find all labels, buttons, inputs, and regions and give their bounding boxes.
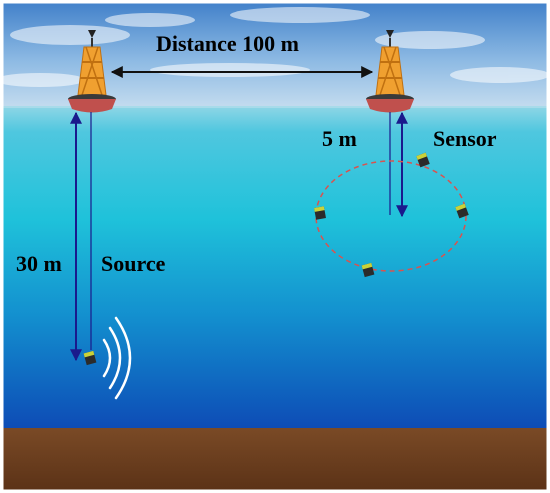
sound-wave-icon xyxy=(102,316,132,400)
source-node-icon xyxy=(83,350,97,366)
water xyxy=(0,106,550,428)
sensor-node-icon xyxy=(416,152,430,168)
source-depth-label: 30 m xyxy=(16,251,62,276)
sensor-node-icon xyxy=(455,203,469,219)
buoy-icon xyxy=(68,30,116,113)
sensor-ring xyxy=(315,160,467,272)
buoy-icon xyxy=(366,30,414,113)
sensor-node-icon xyxy=(361,262,375,278)
sensor-label: Sensor xyxy=(433,126,497,151)
seabed xyxy=(0,428,550,493)
distance-label: Distance 100 m xyxy=(156,31,299,56)
sensor-depth-label: 5 m xyxy=(322,126,357,151)
source-label: Source xyxy=(101,251,166,276)
sensor-node-icon xyxy=(314,206,326,220)
